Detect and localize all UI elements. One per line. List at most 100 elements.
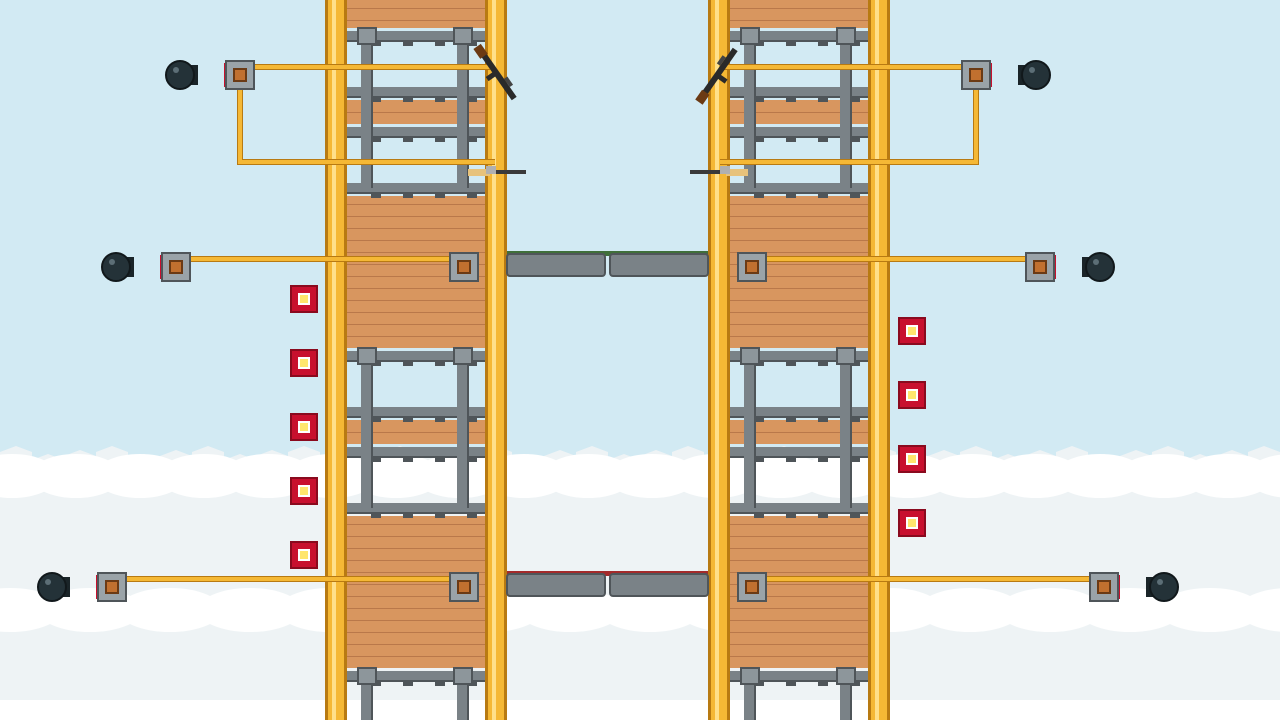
steel-joint [357, 667, 377, 685]
cloud-puff [1118, 454, 1210, 498]
steel-beam [730, 31, 868, 41]
rail-anchor [449, 572, 479, 602]
steel-beam [730, 671, 868, 681]
beam-stud [403, 681, 413, 686]
cloud-puff-shade [1200, 522, 1280, 558]
cloud-puff [1246, 454, 1280, 498]
bridge-segment [506, 253, 606, 277]
beam-stud [403, 193, 413, 198]
steel-scaffold [730, 27, 868, 720]
steel-column [840, 36, 852, 188]
bridge-segment [609, 253, 709, 277]
cloud-puff [1054, 454, 1146, 498]
steel-joint [357, 27, 377, 45]
collectible-token [290, 349, 318, 377]
beam-stud [786, 681, 796, 686]
connector-rail [237, 87, 495, 165]
cloud-puff [1182, 454, 1274, 498]
cannon [1146, 572, 1179, 602]
cannon [1082, 252, 1115, 282]
cloud-puff-shade [1214, 656, 1280, 696]
connector-rails [96, 60, 1120, 602]
collectible-token [898, 445, 926, 473]
cloud-puff [1158, 588, 1262, 632]
beam-stud [818, 41, 828, 46]
cloud-puff [1238, 588, 1280, 632]
steel-beam [347, 31, 485, 41]
beam-stud [818, 361, 828, 366]
cloud-puff-shade [912, 522, 1000, 558]
cannon [101, 252, 134, 282]
beam-stud [786, 41, 796, 46]
cloud-base [0, 700, 1280, 720]
steel-joint [453, 27, 473, 45]
cloud-puff-shade [1272, 529, 1280, 551]
beam-stud [467, 193, 477, 198]
beam-stud [371, 193, 381, 198]
steel-beam [347, 671, 485, 681]
bridge-upper [506, 251, 709, 277]
cloud-puff [118, 588, 222, 632]
beam-stud [435, 97, 445, 102]
rail-anchor [160, 252, 191, 282]
cannon [37, 572, 70, 602]
cloud-puff [94, 454, 186, 498]
golden-pole [868, 0, 890, 720]
rail-anchor [449, 252, 479, 282]
connector-rail [720, 87, 979, 165]
beam-stud [754, 137, 764, 142]
collectible-token [290, 285, 318, 313]
steel-joint [836, 667, 856, 685]
cloud-puff [606, 454, 698, 498]
beam-stud [786, 97, 796, 102]
cloud-puff-shade [192, 522, 280, 558]
beam-stud [371, 137, 381, 142]
beam-stud [435, 137, 445, 142]
steel-beam [347, 503, 485, 513]
steel-joint [836, 27, 856, 45]
rail-anchor [1089, 572, 1120, 602]
bridge-segment [609, 573, 709, 597]
beam-stud [818, 97, 828, 102]
steel-beam [730, 87, 868, 97]
steel-joint [453, 347, 473, 365]
golden-pole [325, 0, 347, 720]
cloud-puff-shade [1070, 656, 1170, 696]
steel-beam [730, 183, 868, 193]
beam-stud [371, 417, 381, 422]
steel-beam [730, 351, 868, 361]
steel-joint [357, 347, 377, 365]
collectible-token [898, 509, 926, 537]
beam-stud [754, 97, 764, 102]
beam-stud [435, 457, 445, 462]
beam-stud [850, 137, 860, 142]
beam-stud [818, 137, 828, 142]
cloud-puff-shade [62, 656, 162, 696]
beam-stud [403, 137, 413, 142]
cloud-puff [598, 588, 702, 632]
steel-beam [347, 183, 485, 193]
cloud-puff-shade [494, 656, 594, 696]
cloud-puff [198, 588, 302, 632]
cloud-puff-shade [566, 656, 666, 696]
cloud-puff [542, 454, 634, 498]
beam-stud [754, 417, 764, 422]
beam-stud [786, 513, 796, 518]
plank-section [730, 0, 868, 28]
beam-stud [435, 417, 445, 422]
cloud-puff-shade [120, 522, 208, 558]
beam-stud [786, 361, 796, 366]
flintlock-musket [468, 166, 526, 176]
cloud-puff-shade [624, 522, 712, 558]
beam-stud [754, 193, 764, 198]
golden-pole [708, 0, 730, 720]
beam-stud [435, 193, 445, 198]
beam-stud [786, 457, 796, 462]
steel-beam [347, 351, 485, 361]
beam-stud [403, 41, 413, 46]
beam-stud [754, 457, 764, 462]
cloud-puff-shade [48, 522, 136, 558]
cloud-puff-shade [552, 522, 640, 558]
steel-beam [347, 127, 485, 137]
